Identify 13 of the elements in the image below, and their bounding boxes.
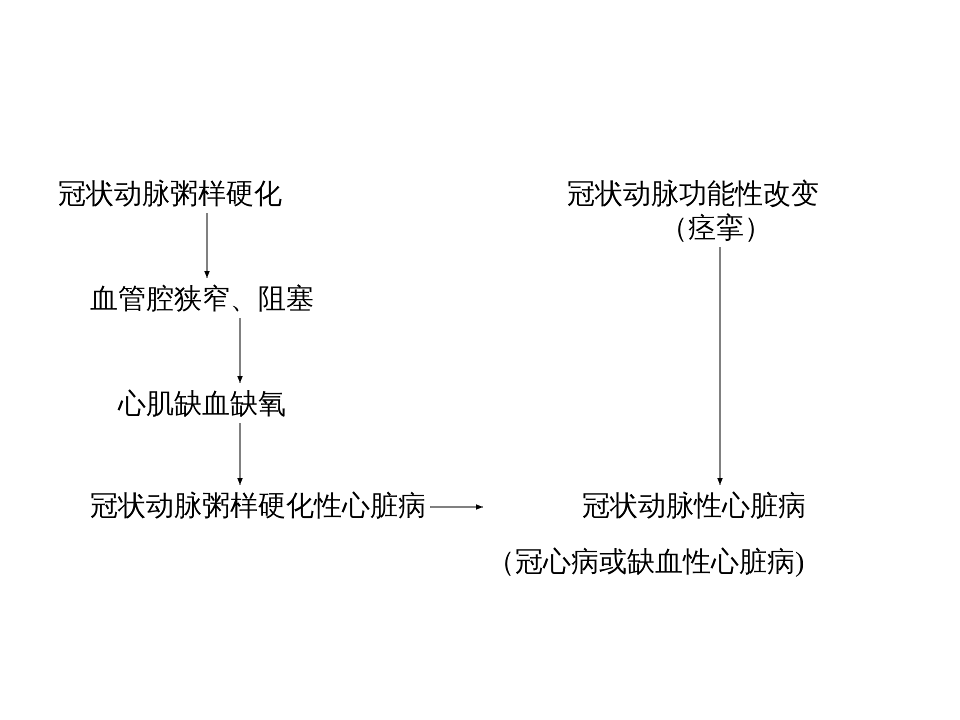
arrow: [237, 318, 243, 384]
arrow: [237, 422, 243, 486]
step-text: 冠状动脉粥样硬化性心脏病: [90, 490, 426, 524]
arrow: [204, 212, 210, 278]
note-text: （冠心病或缺血性心脏病): [487, 546, 804, 580]
arrow: [430, 504, 484, 510]
step-text: 血管腔狭窄、阻塞: [90, 283, 314, 317]
arrow: [717, 246, 723, 486]
step-text: 冠状动脉粥样硬化: [58, 178, 282, 212]
step-text: 心肌缺血缺氧: [118, 388, 286, 422]
note-text: （痉挛）: [660, 212, 772, 246]
step-text: 冠状动脉功能性改变: [567, 178, 819, 212]
step-text: 冠状动脉性心脏病: [582, 490, 806, 524]
